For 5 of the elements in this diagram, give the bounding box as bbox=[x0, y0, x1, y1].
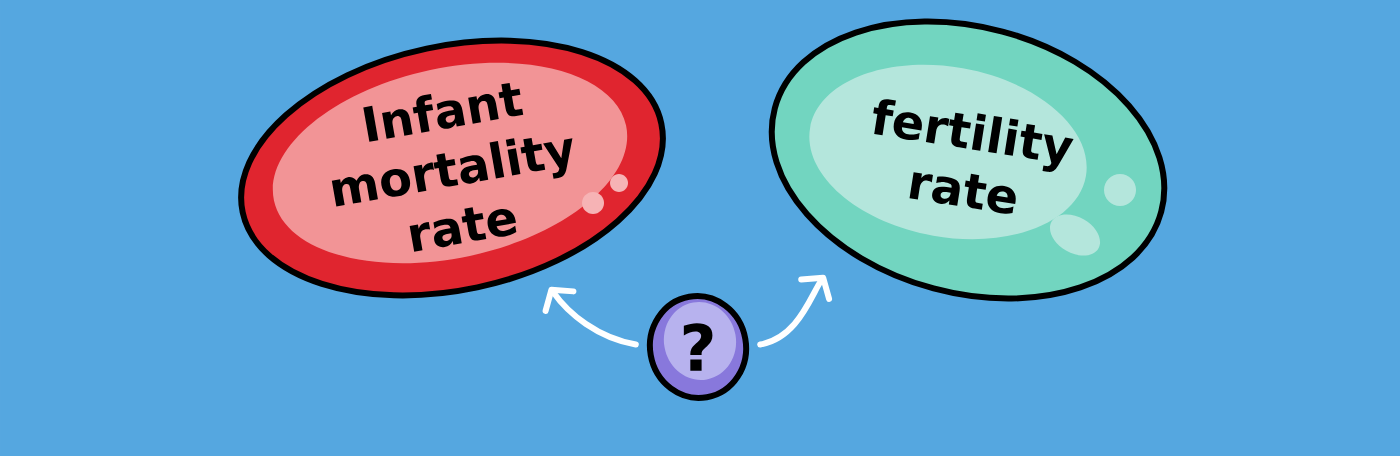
curved-arrow bbox=[542, 286, 639, 348]
oval-bubble: Infant mortality rate bbox=[238, 37, 666, 299]
curved-arrow bbox=[757, 274, 833, 348]
oval-bubble: ? bbox=[646, 293, 750, 401]
oval-bubble: fertility rate bbox=[768, 18, 1168, 302]
